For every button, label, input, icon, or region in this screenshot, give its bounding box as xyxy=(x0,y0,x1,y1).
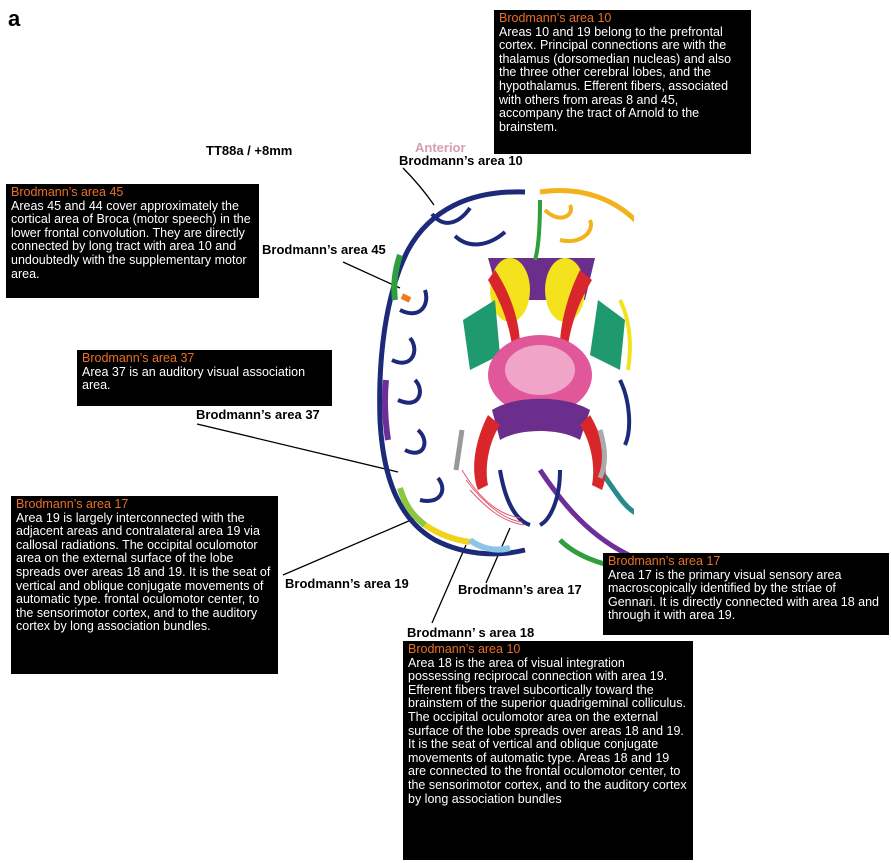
cortex-right-yellow xyxy=(618,299,632,371)
optic-radiations xyxy=(461,469,525,526)
medial-cortex-blue xyxy=(498,469,562,527)
callout-area10-bottom: Brodmann’s area 10 Area 18 is the area o… xyxy=(403,641,693,860)
callout-title: Brodmann’s area 17 xyxy=(608,554,721,568)
label-area19: Brodmann’s area 19 xyxy=(285,576,409,591)
callout-body: Area 18 is the area of visual integratio… xyxy=(408,655,687,806)
ventricle-red-right xyxy=(560,270,592,345)
area17-segment xyxy=(468,537,511,553)
callout-body: Areas 45 and 44 cover approximately the … xyxy=(11,198,251,281)
callout-area17-left: Brodmann’s area 17 Area 19 is largely in… xyxy=(11,496,278,674)
callout-body: Areas 10 and 19 belong to the prefrontal… xyxy=(499,24,732,134)
label-area37: Brodmann’s area 37 xyxy=(196,407,320,422)
posterior-horn-right xyxy=(580,415,606,490)
callout-area45: Brodmann’s area 45 Areas 45 and 44 cover… xyxy=(6,184,259,298)
area19-segment xyxy=(397,487,427,528)
slice-label: TT88a / +8mm xyxy=(206,143,293,158)
callout-area17-right: Brodmann’s area 17 Area 17 is the primar… xyxy=(603,553,889,635)
ventricle-red-left xyxy=(488,270,520,345)
callout-area37: Brodmann’s area 37 Area 37 is an auditor… xyxy=(77,350,332,406)
thalamus-pink-light xyxy=(505,345,575,395)
cortex-left-gyri xyxy=(391,206,507,503)
grey-strip xyxy=(453,429,465,471)
posterior-purple xyxy=(492,398,590,440)
label-area17: Brodmann’s area 17 xyxy=(458,582,582,597)
callout-area10-top: Brodmann’s area 10 Areas 10 and 19 belon… xyxy=(494,10,751,154)
callout-title: Brodmann’s area 17 xyxy=(16,497,129,511)
leader-area45 xyxy=(342,261,401,289)
callout-body: Area 17 is the primary visual sensory ar… xyxy=(608,567,879,623)
leader-area37 xyxy=(196,423,399,473)
area45-orange-mark xyxy=(400,293,412,303)
callout-title: Brodmann’s area 37 xyxy=(82,351,195,365)
leader-area10 xyxy=(402,167,435,206)
callout-body: Area 37 is an auditory visual associatio… xyxy=(82,364,306,393)
callout-title: Brodmann’s area 10 xyxy=(408,642,521,656)
cortex-right-teal xyxy=(597,468,634,515)
cortex-right-blue xyxy=(618,379,632,446)
leader-lines xyxy=(196,167,511,624)
grey-strip-right xyxy=(597,429,607,480)
callout-body: Area 19 is largely interconnected with t… xyxy=(16,510,271,634)
label-area18: Brodmann’ s area 18 xyxy=(407,625,535,640)
label-area45: Brodmann’s area 45 xyxy=(262,242,386,257)
putamen-green-right xyxy=(590,300,625,370)
cortex-right-gyri xyxy=(543,204,593,244)
label-area10: Brodmann’s area 10 xyxy=(399,153,523,168)
orientation-label: Anterior xyxy=(415,140,466,155)
leader-area18 xyxy=(431,544,467,624)
callout-title: Brodmann’s area 45 xyxy=(11,185,124,199)
medial-cortex-green xyxy=(533,199,542,261)
cortex-right-outline xyxy=(539,187,634,223)
leader-area19 xyxy=(282,516,419,576)
panel-letter: a xyxy=(8,6,21,31)
cortex-right-lower xyxy=(537,468,634,561)
caudate-yellow-left xyxy=(490,258,530,322)
area18-segment xyxy=(423,522,471,545)
posterior-horn-left xyxy=(474,415,500,490)
putamen-green-left xyxy=(463,300,500,370)
area37-segment xyxy=(381,379,391,441)
callout-title: Brodmann’s area 10 xyxy=(499,11,612,25)
area45-segment xyxy=(391,254,403,301)
cortex-left-outline xyxy=(377,189,526,557)
